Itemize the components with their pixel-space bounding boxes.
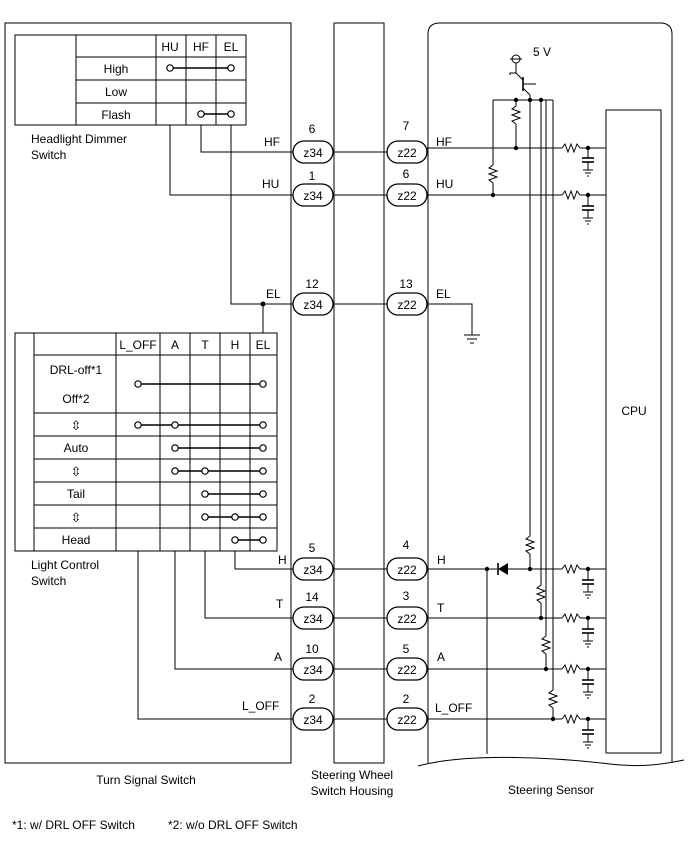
z22-pin-a: 5	[403, 642, 410, 656]
sensor-label-a: A	[437, 650, 445, 664]
lc-col-el: EL	[256, 338, 271, 352]
dimmer-switch-label-1: Headlight Dimmer	[31, 132, 127, 146]
z34-pin-hf: 6	[309, 122, 316, 136]
dimmer-col-hu: HU	[161, 40, 178, 54]
z34-pin-el: 12	[305, 277, 319, 291]
lc-row-drl-off: DRL-off*1	[50, 363, 103, 377]
light-control-label-2: Switch	[31, 574, 66, 588]
z22-label-hf: z22	[397, 146, 417, 160]
lc-row-off: Off*2	[62, 392, 89, 406]
wire-label-a: A	[274, 650, 282, 664]
lc-col-loff: L_OFF	[119, 338, 156, 352]
sensor-label-loff: L_OFF	[435, 701, 472, 715]
z34-label-hf: z34	[303, 146, 323, 160]
lc-row-head: Head	[62, 533, 91, 547]
z34-pin-loff: 2	[309, 692, 316, 706]
z22-pin-t: 3	[403, 589, 410, 603]
wire-label-h: H	[278, 553, 287, 567]
z22-label-hu: z22	[397, 189, 417, 203]
connector-row-hu: HU 1 z34 6 z22 HU	[262, 167, 453, 207]
z34-label-t: z34	[303, 612, 323, 626]
z34-pin-a: 10	[305, 642, 319, 656]
dimmer-switch-label-2: Switch	[31, 148, 66, 162]
wire-label-t: T	[276, 597, 284, 611]
sensor-label-h: H	[437, 553, 446, 567]
z22-connector-hf	[386, 140, 428, 164]
z34-pin-h: 5	[309, 541, 316, 555]
lc-col-h: H	[231, 338, 240, 352]
dimmer-col-el: EL	[224, 40, 239, 54]
z34-pin-t: 14	[305, 590, 319, 604]
z34-label-a: z34	[303, 663, 323, 677]
sensor-label-hf: HF	[436, 135, 452, 149]
z22-pin-hf: 7	[403, 119, 410, 133]
supply-label: 5 V	[533, 45, 551, 59]
footnote-2: *2: w/o DRL OFF Switch	[168, 818, 298, 832]
wire-label-loff: L_OFF	[242, 699, 279, 713]
sensor-label-t: T	[437, 601, 445, 615]
z22-pin-loff: 2	[403, 692, 410, 706]
switch-side-wiring	[137, 125, 296, 720]
dimmer-row-high: High	[104, 62, 129, 76]
connector-row-loff: L_OFF 2 z34 2 z22 L_OFF	[242, 692, 472, 731]
lc-col-t: T	[201, 338, 209, 352]
wire-label-hu: HU	[262, 177, 279, 191]
lc-row-tail: Tail	[67, 487, 85, 501]
hu-resistor-icon	[487, 164, 499, 184]
turn-signal-switch-label: Turn Signal Switch	[96, 773, 196, 787]
lc-col-a: A	[171, 338, 179, 352]
z22-pin-el: 13	[399, 277, 413, 291]
cpu-label: CPU	[621, 404, 646, 418]
z34-label-h: z34	[303, 563, 323, 577]
dimmer-row-low: Low	[105, 85, 127, 99]
z22-pin-h: 4	[403, 538, 410, 552]
turn-signal-switch-box	[4, 22, 292, 764]
lc-row-arrow-2: ⇳	[71, 464, 82, 479]
housing-label-line2: Switch Housing	[311, 784, 394, 798]
z34-label-loff: z34	[303, 713, 323, 727]
z22-label-a: z22	[397, 663, 417, 677]
lc-row-arrow-3: ⇳	[71, 510, 82, 525]
dimmer-col-hf: HF	[193, 40, 209, 54]
z22-label-el: z22	[397, 298, 417, 312]
pullup-resistor-icon	[510, 105, 522, 125]
sensor-internal-circuit: 5 V	[427, 45, 606, 754]
steering-sensor-label: Steering Sensor	[508, 783, 594, 797]
z34-pin-hu: 1	[309, 169, 316, 183]
wire-label-hf: HF	[264, 135, 280, 149]
sensor-label-hu: HU	[436, 177, 453, 191]
lc-row-auto: Auto	[64, 441, 89, 455]
dimmer-row-flash: Flash	[101, 108, 130, 122]
connector-row-h: H 5 z34 4 z22 H	[278, 538, 446, 581]
steering-wheel-housing-box	[333, 22, 385, 764]
connector-row-a: A 10 z34 5 z22 A	[274, 642, 445, 681]
z34-label-el: z34	[303, 298, 323, 312]
light-control-table: L_OFF A T H EL DRL-off*1 Off*2 ⇳ Auto ⇳ …	[14, 332, 278, 552]
diode-icon	[498, 563, 508, 575]
z22-label-t: z22	[397, 612, 417, 626]
footnote-1: *1: w/ DRL OFF Switch	[12, 818, 135, 832]
connector-row-hf: HF 6 z34 7 z22 HF	[264, 119, 452, 164]
z34-label-hu: z34	[303, 189, 323, 203]
housing-label-line1: Steering Wheel	[311, 768, 393, 782]
connector-row-t: T 14 z34 3 z22 T	[276, 589, 445, 630]
light-control-label-1: Light Control	[31, 558, 99, 572]
cpu-box	[605, 109, 662, 754]
dimmer-switch-table: HU HF EL High Low Flash	[14, 34, 247, 126]
z22-label-h: z22	[397, 563, 417, 577]
wire-label-el: EL	[266, 287, 281, 301]
connector-row-el: EL 12 z34 13 z22 EL	[266, 277, 451, 316]
z22-pin-hu: 6	[403, 167, 410, 181]
z22-label-loff: z22	[397, 713, 417, 727]
sensor-label-el: EL	[436, 287, 451, 301]
steering-sensor-break	[417, 756, 685, 767]
steering-sensor-box	[427, 22, 673, 763]
lc-row-arrow-1: ⇳	[71, 418, 82, 433]
